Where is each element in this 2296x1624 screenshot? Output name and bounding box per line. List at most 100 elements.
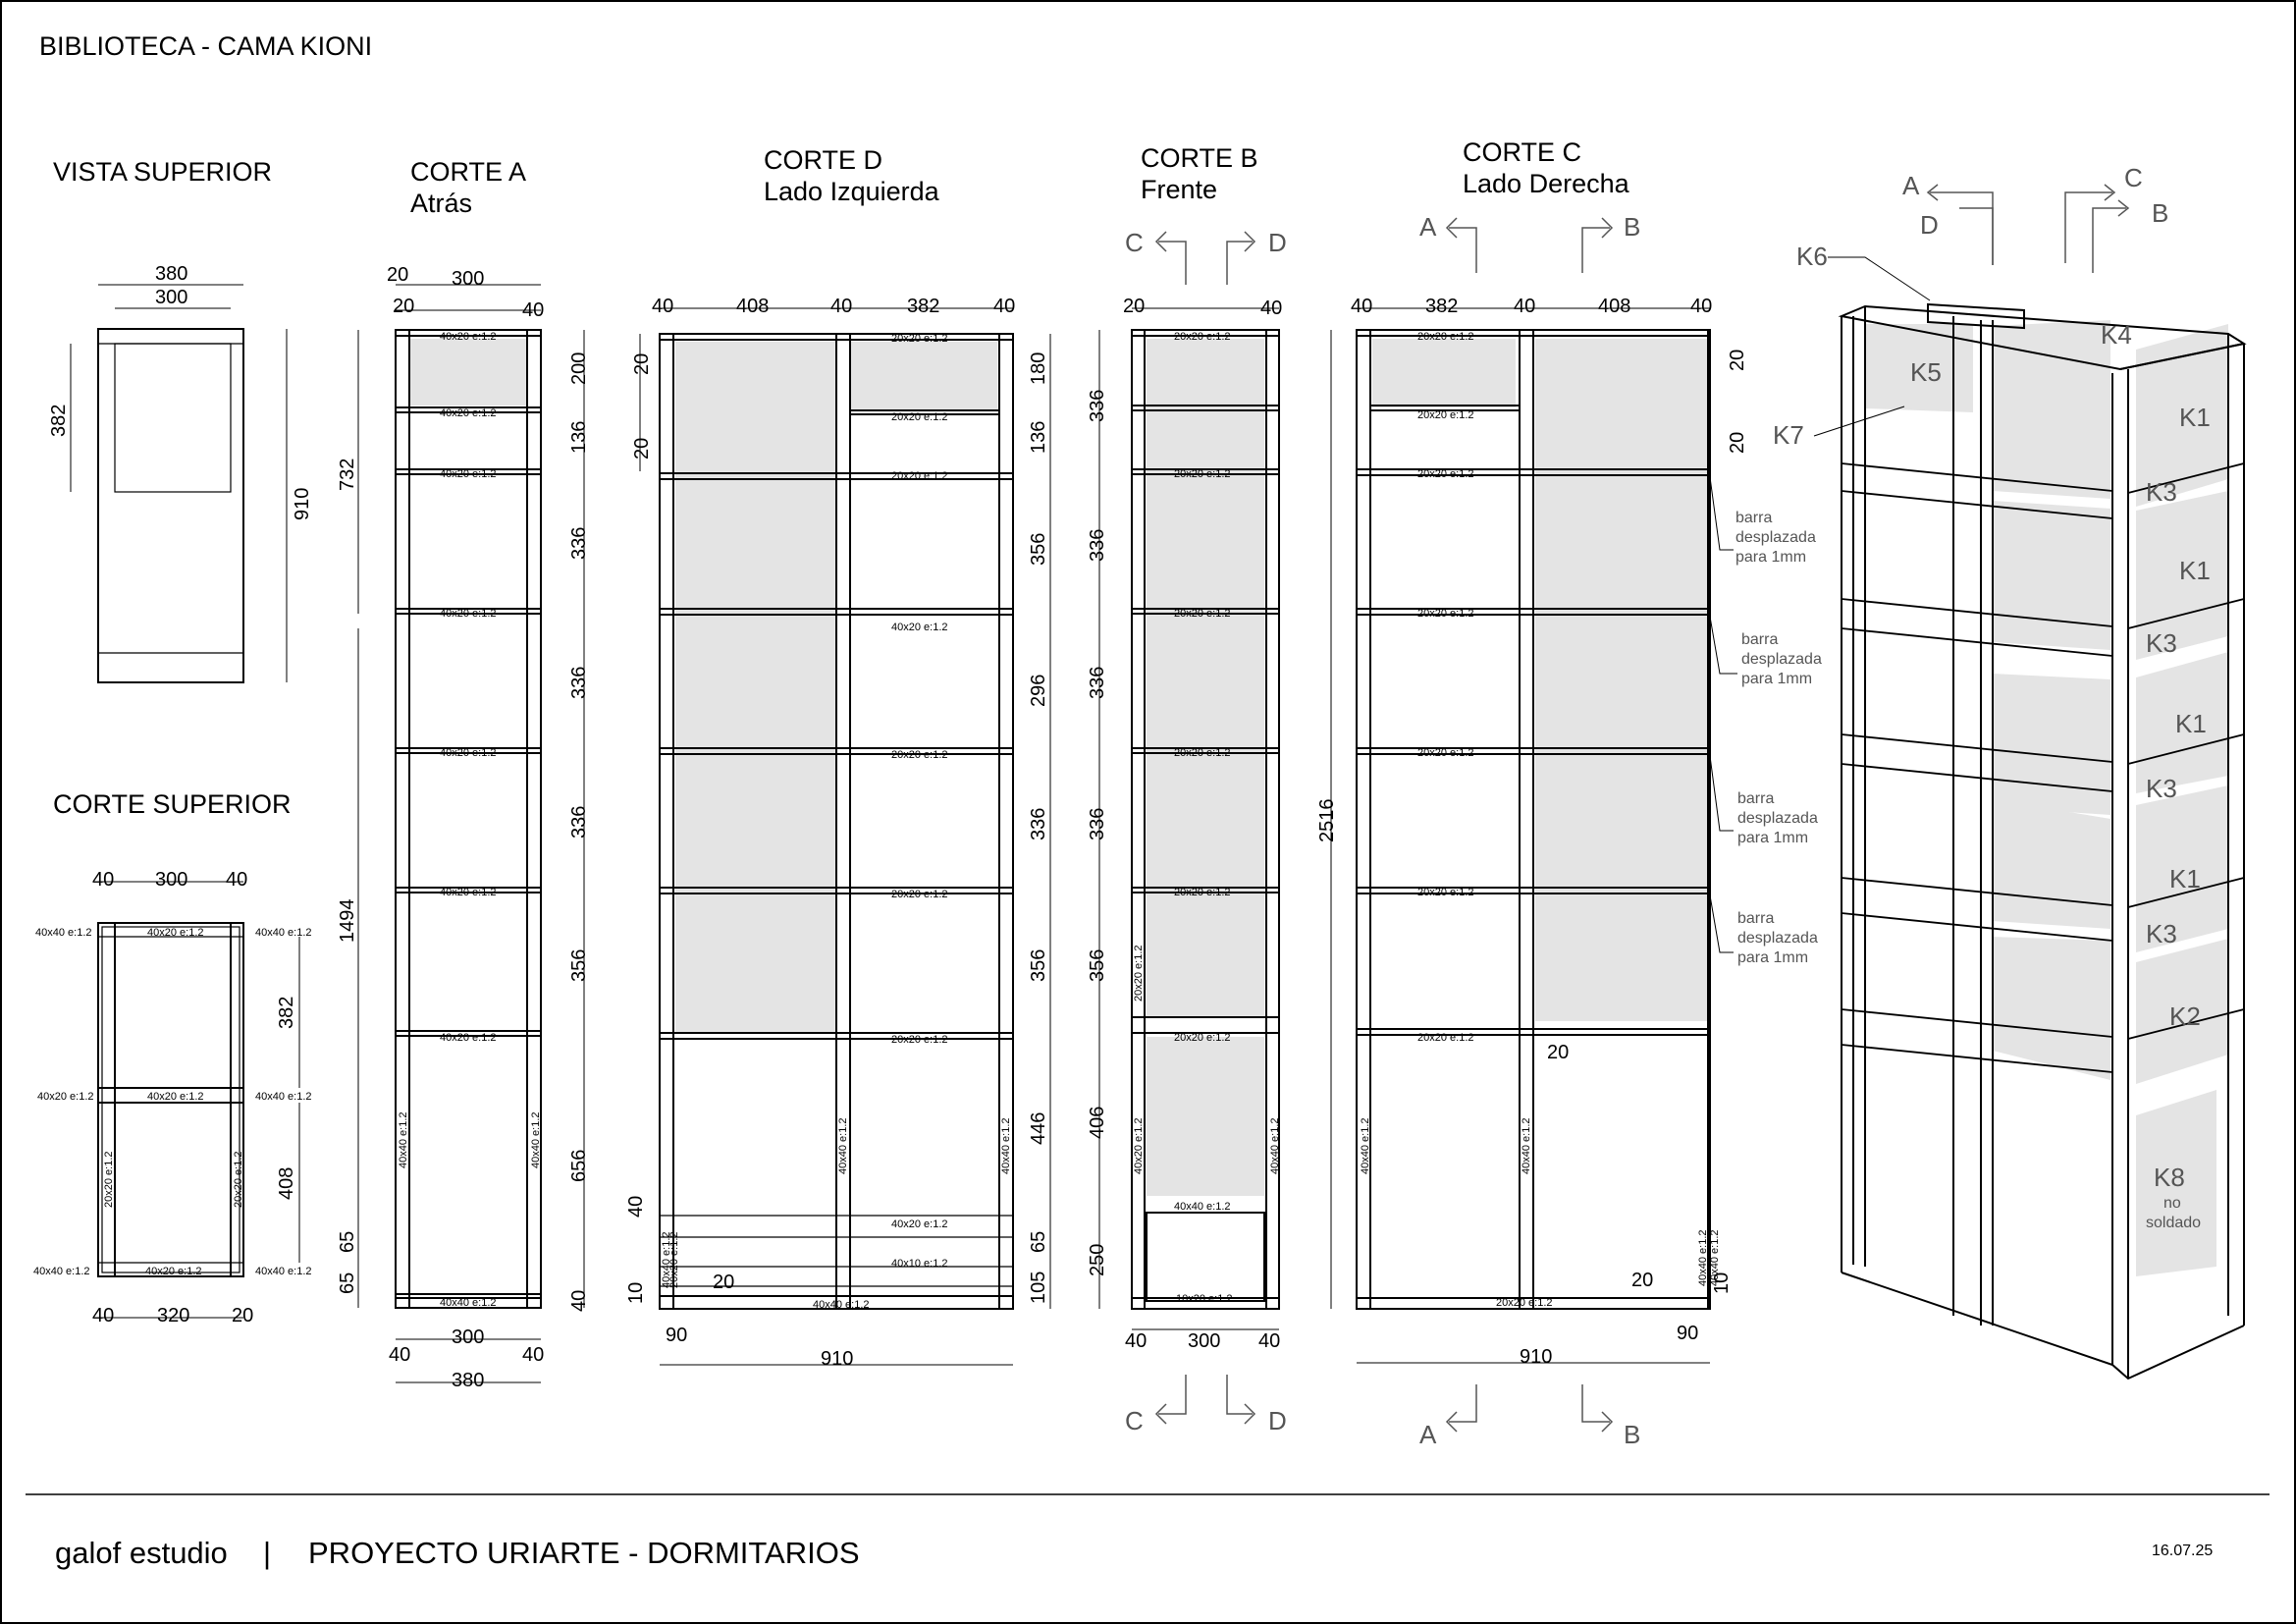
dim: 40 (1258, 1330, 1280, 1352)
profile-label: 40x40 e:1.2 (398, 1112, 409, 1169)
profile-label: 40x20 e:1.2 (440, 331, 497, 343)
dim: 20 (393, 296, 414, 317)
profile-label: 20x20 e:1.2 (1174, 608, 1231, 620)
profile-label: 40x40 e:1.2 (1000, 1118, 1012, 1175)
section-letter-d: D (1268, 1406, 1287, 1435)
iso-shelf (2127, 877, 2245, 908)
profile-label: 40x40 e:1.2 (440, 1297, 497, 1309)
dim: 300 (452, 1326, 484, 1348)
dim: 105 (1028, 1272, 1049, 1304)
dim: 40 (1125, 1330, 1147, 1352)
note-line: para 1mm (1741, 671, 1812, 687)
corte-a-subtitle: Atrás (410, 189, 472, 218)
dim: 40 (1514, 296, 1535, 317)
dim: 380 (452, 1370, 484, 1391)
iso-shelf (2127, 598, 2245, 629)
profile-label: 20x20 e:1.2 (1174, 887, 1231, 898)
profile-label: 20x20 e:1.2 (891, 749, 948, 761)
profile-label: 40x40 e:1.2 (1697, 1230, 1709, 1287)
profile-label: 40x40 e:1.2 (35, 927, 92, 939)
profile-label: 20x20 e:1.2 (668, 1232, 680, 1289)
profile-label: 20x20 e:1.2 (1174, 747, 1231, 759)
profile-label: 40x20 e:1.2 (440, 407, 497, 419)
part-label: K2 (2169, 1001, 2201, 1031)
dim: 20 (387, 264, 408, 286)
dim: 136 (568, 421, 590, 454)
dim: 40 (389, 1344, 410, 1366)
iso-shelf (1841, 490, 2113, 519)
note-line: para 1mm (1737, 830, 1808, 846)
part-note: no (2163, 1195, 2181, 1212)
dim: 20 (1547, 1042, 1569, 1063)
dim: 300 (155, 287, 187, 308)
corte-b-subtitle: Frente (1141, 175, 1217, 204)
profile-label: 20x20 e:1.2 (103, 1152, 115, 1209)
profile-label: 20x20 e:1.2 (891, 470, 948, 482)
dim: 20 (631, 353, 653, 375)
iso-shelf (1841, 598, 2113, 627)
dim: 382 (276, 997, 297, 1029)
part-label: K1 (2179, 556, 2211, 585)
profile-label: 40x10 e:1.2 (891, 1258, 948, 1270)
profile-label: 40x20 e:1.2 (891, 622, 948, 633)
dim: 20 (1123, 296, 1145, 317)
isometric-view: K6 K4 K5 K7 K1 K3 K1 K3 K1 K3 K1 K3 K2 K… (1773, 242, 2247, 1380)
dim: 408 (1598, 296, 1630, 317)
dim: 910 (1520, 1346, 1552, 1368)
part-label: K8 (2154, 1163, 2185, 1192)
profile-label: 40x20 e:1.2 (145, 1266, 202, 1277)
dim: 2516 (1316, 799, 1338, 843)
dim: 356 (1028, 949, 1049, 982)
dim: 40 (522, 1344, 544, 1366)
dim: 65 (337, 1272, 358, 1294)
part-label: K3 (2146, 919, 2177, 948)
profile-label: 40x40 e:1.2 (1521, 1118, 1532, 1175)
section-letter-c: C (2124, 163, 2143, 192)
dim: 296 (1028, 675, 1049, 707)
corte-superior: CORTE SUPERIOR 40 300 40 40 320 20 382 4… (33, 789, 312, 1326)
part-label: K1 (2175, 709, 2207, 738)
dim: 65 (1028, 1231, 1049, 1253)
dim: 382 (907, 296, 939, 317)
part-label: K3 (2146, 774, 2177, 803)
iso-shelf (1841, 912, 2113, 942)
profile-label: 40x40 e:1.2 (255, 1266, 312, 1277)
corte-c: CORTE C Lado Derecha 40 382 40 408 40 25… (1316, 137, 1822, 1368)
dim: 40 (625, 1196, 647, 1218)
dim: 40 (92, 869, 114, 891)
profile-label: 20x20 e:1.2 (1174, 331, 1231, 343)
profile-label: 40x40 e:1.2 (1709, 1230, 1721, 1287)
corte-a-title: CORTE A (410, 157, 526, 187)
profile-label: 20x20 e:1.2 (233, 1152, 244, 1209)
dim: 656 (568, 1150, 590, 1182)
note-4: barra desplazada para 1mm (1709, 894, 1818, 966)
profile-label: 40x20 e:1.2 (147, 927, 204, 939)
part-label: K1 (2179, 403, 2211, 432)
iso-shelf (1841, 627, 2113, 657)
dim: 20 (713, 1272, 734, 1293)
dim: 380 (155, 263, 187, 285)
vista-superior: VISTA SUPERIOR 380 300 382 910 (48, 157, 313, 683)
section-letter-d: D (1920, 210, 1939, 240)
section-letters: C D C D A B A B A D C B (1125, 163, 2168, 1449)
section-arrows (1154, 184, 2130, 1433)
profile-label: 40x40 e:1.2 (255, 927, 312, 939)
profile-label: 40x40 e:1.2 (813, 1299, 870, 1311)
profile-label: 20x20 e:1.2 (891, 889, 948, 900)
dim: 40 (92, 1305, 114, 1326)
profile-label: 40x20 e:1.2 (440, 468, 497, 480)
part-label: K3 (2146, 628, 2177, 658)
sheet-title: BIBLIOTECA - CAMA KIONI (39, 31, 372, 61)
vista-superior-title: VISTA SUPERIOR (53, 157, 272, 187)
note-line: barra (1735, 510, 1772, 526)
note-line: desplazada (1737, 810, 1818, 827)
dim: 732 (337, 459, 358, 491)
dim: 408 (736, 296, 769, 317)
note-1: barra desplazada para 1mm (1709, 476, 1816, 566)
profile-label: 20x20 e:1.2 (1174, 1032, 1231, 1044)
profile-label: 20x20 e:1.2 (1417, 468, 1474, 480)
top-view-outline (97, 328, 244, 683)
section-letter-c: C (1125, 1406, 1144, 1435)
profile-label: 40x20 e:1.2 (147, 1091, 204, 1103)
